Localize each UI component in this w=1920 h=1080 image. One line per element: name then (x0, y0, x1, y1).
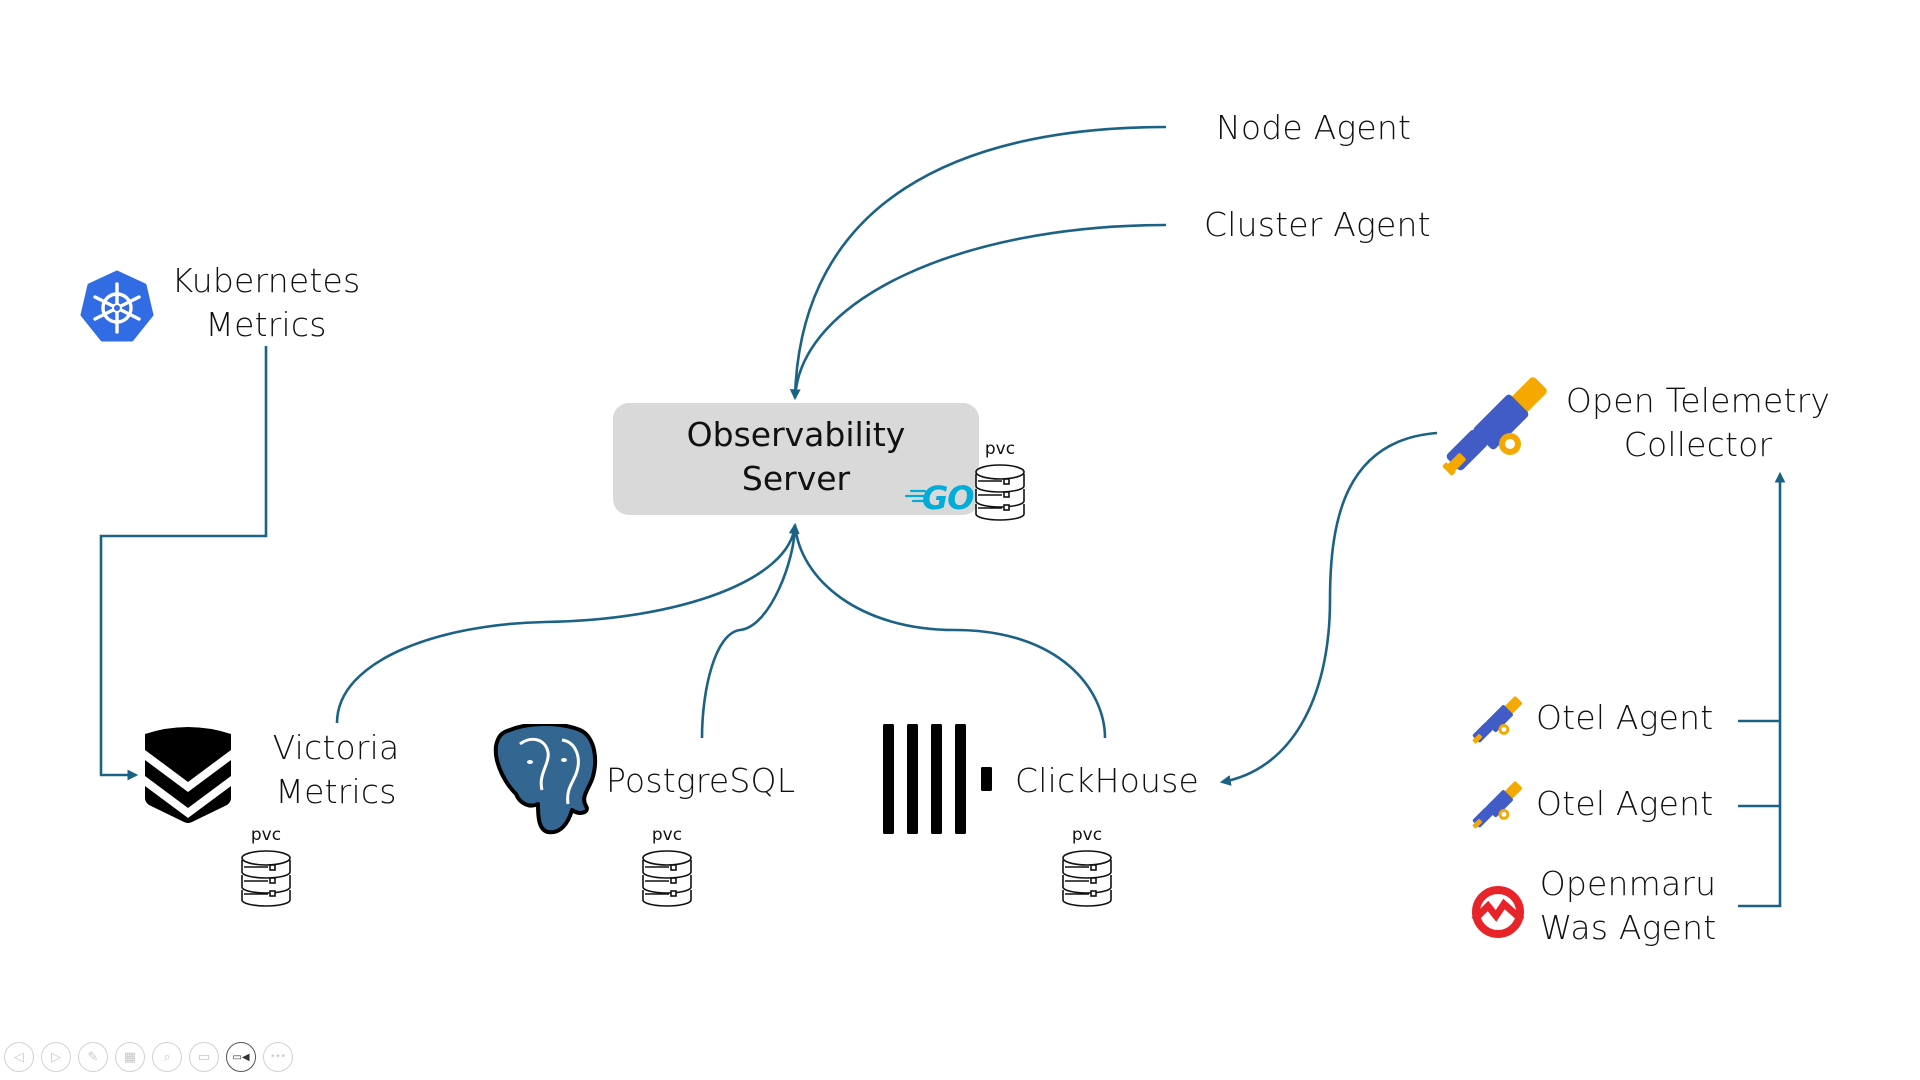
node-agent-label: Node Agent (1216, 108, 1412, 147)
postgresql-elephant-icon (490, 722, 600, 840)
storage-disk-icon (241, 850, 291, 907)
edge-kubernetes-to-victoria (99, 346, 268, 781)
kubernetes-label-line1: Kubernetes (171, 261, 361, 300)
otel-agent-1-label: Otel Agent (1536, 698, 1714, 737)
otel-collector-label-line1: Open Telemetry (1565, 381, 1831, 420)
storage-disk-icon (975, 464, 1025, 521)
kubernetes-label-line2: Metrics (205, 305, 327, 344)
pvc-label: pvc (250, 825, 282, 845)
server-label-line2: Server (741, 459, 851, 498)
edge-victoria-to-server (335, 522, 800, 724)
openmaru-icon (1470, 884, 1526, 944)
pvc-label: pvc (651, 825, 683, 845)
postgresql-label: PostgreSQL (606, 761, 796, 800)
go-speed-lines-icon (904, 488, 927, 507)
pvc-label: pvc (984, 439, 1016, 459)
victoriametrics-icon (143, 724, 233, 828)
victoria-label-line1: Victoria (272, 728, 400, 767)
kubernetes-icon (80, 270, 154, 344)
postgres-pvc: pvc (639, 826, 695, 912)
zoom-button[interactable]: ⌕ (152, 1042, 182, 1072)
clickhouse-label: ClickHouse (1015, 761, 1200, 800)
edge-postgres-to-server (700, 524, 797, 739)
storage-disk-icon (1062, 850, 1112, 907)
edge-clickhouse-to-server (793, 524, 1107, 739)
otel-agent-2-label: Otel Agent (1536, 784, 1714, 823)
pvc-label: pvc (1071, 825, 1103, 845)
subtitles-button[interactable]: ▭ (189, 1042, 219, 1072)
opentelemetry-icon (1468, 778, 1528, 842)
otel-collector-label-line2: Collector (1623, 425, 1773, 464)
slideshow-toolbar: ◁ ▷ ✎ ▦ ⌕ ▭ ▭◀ ••• (4, 1042, 293, 1072)
victoria-pvc: pvc (238, 826, 294, 912)
clickhouse-pvc: pvc (1059, 826, 1115, 912)
edge-cluster-agent-to-server (793, 223, 1167, 399)
edge-node-agent-to-server (789, 125, 1167, 401)
next-slide-button[interactable]: ▷ (41, 1042, 71, 1072)
opentelemetry-collector-icon (1438, 370, 1558, 496)
pen-button[interactable]: ✎ (78, 1042, 108, 1072)
openmaru-label-line1: Openmaru (1539, 864, 1717, 903)
previous-slide-button[interactable]: ◁ (4, 1042, 34, 1072)
observability-server-box[interactable]: Observability Server (613, 403, 979, 515)
more-options-button[interactable]: ••• (263, 1042, 293, 1072)
see-all-slides-button[interactable]: ▦ (115, 1042, 145, 1072)
storage-disk-icon (642, 850, 692, 907)
server-pvc: pvc (972, 440, 1028, 526)
clickhouse-icon (883, 724, 995, 840)
edge-otel-collector-to-clickhouse (1219, 431, 1438, 786)
edge-otel-bracket (1738, 474, 1780, 908)
victoria-label-line2: Metrics (275, 772, 397, 811)
opentelemetry-icon (1468, 693, 1528, 757)
go-language-icon: GO (922, 479, 974, 517)
cluster-agent-label: Cluster Agent (1204, 205, 1431, 244)
camera-button[interactable]: ▭◀ (226, 1042, 256, 1072)
server-label-line1: Observability (686, 415, 906, 454)
openmaru-label-line2: Was Agent (1539, 908, 1717, 947)
